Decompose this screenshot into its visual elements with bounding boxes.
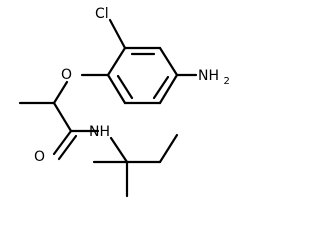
amine-subscript: 2 [223, 76, 229, 87]
bond-ring-inner-b [152, 75, 170, 100]
atom-labels: Cl O NH 2 O NH [34, 6, 230, 165]
chemical-structure: Cl O NH 2 O NH [18, 6, 230, 198]
carbonyl-oxygen-label: O [34, 149, 45, 165]
bond-oxygen-to-carbon [52, 80, 69, 105]
amine-main-text: NH [198, 68, 219, 84]
ether-oxygen-label: O [61, 67, 72, 83]
bond-ethyl-tail [158, 133, 179, 164]
structure-canvas: Cl O NH 2 O NH [18, 6, 230, 198]
bond-nh-to-quaternary [109, 136, 129, 164]
amine-label: NH 2 [198, 68, 230, 87]
bond-cl-ring [108, 18, 127, 50]
bond-carbonyl-double-b [57, 134, 78, 161]
bond-ring-f [106, 46, 127, 77]
bond-ring-c [158, 73, 179, 105]
bond-ring-b [158, 46, 179, 77]
bond-ring-inner-c [116, 74, 134, 100]
chlorine-label: Cl [95, 6, 109, 22]
bond-carbonyl-double-a [52, 129, 73, 156]
bond-group [18, 18, 198, 198]
bond-ring-e [106, 73, 127, 105]
bond-carbon-to-carbonyl [52, 101, 73, 133]
amide-nitrogen-label: NH [89, 124, 110, 140]
